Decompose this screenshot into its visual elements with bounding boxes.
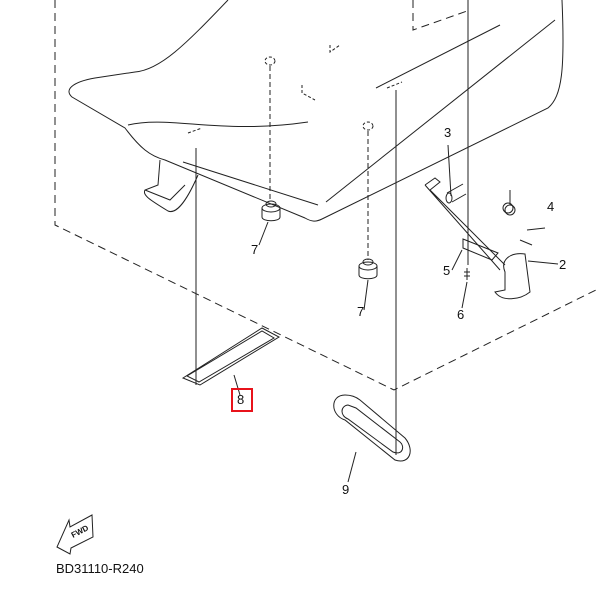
damper-7a bbox=[261, 200, 281, 222]
fwd-arrow-icon bbox=[56, 514, 94, 555]
hook-pin bbox=[519, 239, 533, 246]
callout-3: 3 bbox=[444, 125, 452, 140]
callout-9: 9 bbox=[342, 482, 350, 497]
grommet-9 bbox=[333, 394, 411, 462]
highlight-box bbox=[231, 388, 253, 412]
frame-dashed-lines bbox=[54, 0, 600, 391]
collar-3 bbox=[445, 183, 467, 204]
callout-2: 2 bbox=[559, 257, 567, 272]
callout-7b: 7 bbox=[357, 304, 365, 319]
lock-rod bbox=[424, 177, 506, 271]
callout-8[interactable]: 8 bbox=[237, 392, 245, 407]
callout-5: 5 bbox=[443, 263, 451, 278]
strap-8 bbox=[181, 327, 281, 386]
bolt-6 bbox=[464, 268, 470, 280]
plate-5 bbox=[462, 238, 499, 261]
spring-4 bbox=[502, 202, 516, 216]
assembly-lines bbox=[269, 66, 369, 260]
seat bbox=[68, 0, 564, 222]
callout-6: 6 bbox=[457, 307, 465, 322]
callout-7a: 7 bbox=[251, 242, 259, 257]
diagram-code: BD31110-R240 bbox=[56, 561, 144, 576]
callout-4: 4 bbox=[547, 199, 555, 214]
callout-leaders bbox=[233, 144, 559, 483]
seat-hooks bbox=[187, 44, 403, 134]
damper-7b bbox=[358, 258, 378, 280]
hook-2 bbox=[494, 253, 531, 300]
